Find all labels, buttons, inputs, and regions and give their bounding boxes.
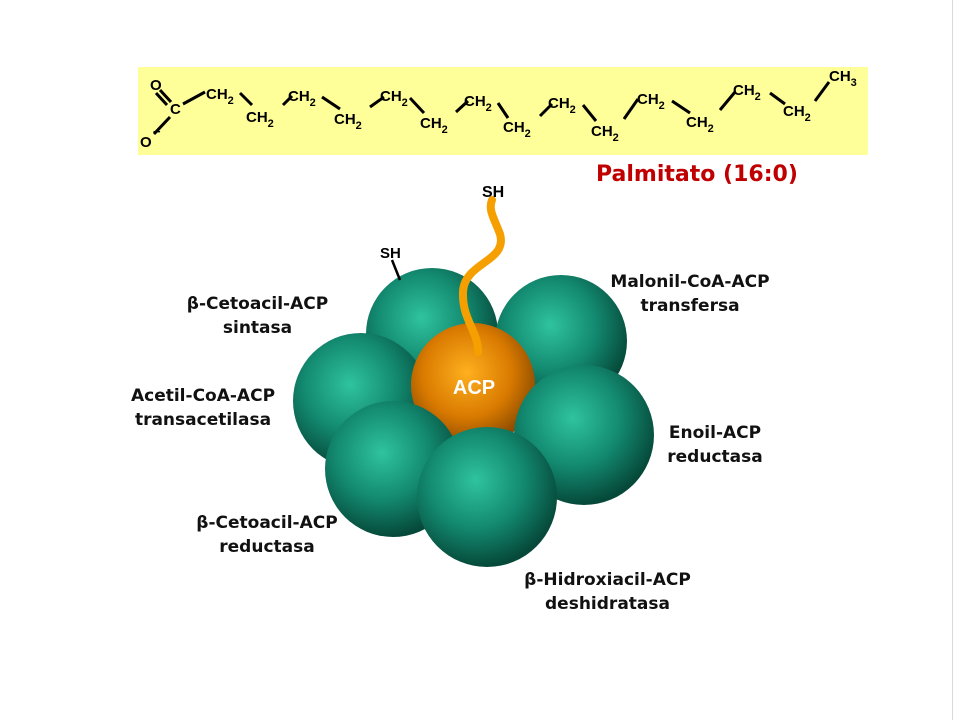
ch3: CH3	[829, 68, 857, 89]
ch2-5: CH2	[380, 88, 408, 109]
ch2-1: CH2	[206, 86, 234, 107]
ch2-7: CH2	[464, 93, 492, 114]
oxygen-minus: O	[140, 134, 152, 151]
sh-synthase-label: SH	[380, 245, 401, 262]
ch2-13: CH2	[733, 82, 761, 103]
sphere-dehydratase	[417, 427, 557, 567]
ch2-11: CH2	[637, 91, 665, 112]
chain-bonds	[238, 81, 831, 122]
label-malonyl-transferase-line1: Malonil-CoA-ACP	[610, 272, 770, 292]
acp-label: ACP	[453, 377, 495, 399]
pantetheine-arm	[458, 196, 505, 356]
label-ketoacyl-synthase-line1: β-Cetoacil-ACP	[186, 294, 329, 314]
label-ketoacyl-reductase-line2: reductasa	[219, 537, 315, 557]
oxygen-top: O	[150, 77, 162, 94]
ch2-3: CH2	[288, 88, 316, 109]
label-malonyl-transferase-line2: transfersa	[640, 296, 740, 316]
sphere-acp	[411, 323, 535, 447]
ks-sh-bond	[390, 259, 402, 281]
label-malonyl-transferase: Malonil-CoA-ACP transfersa	[595, 270, 785, 318]
label-ketoacyl-reductase: β-Cetoacil-ACP reductasa	[178, 511, 356, 559]
ch2-4: CH2	[334, 111, 362, 132]
label-acetyl-transacylase: Acetil-CoA-ACP transacetilasa	[114, 384, 292, 432]
label-acetyl-transacylase-line1: Acetil-CoA-ACP	[130, 386, 276, 406]
right-edge-divider	[952, 0, 953, 720]
label-ketoacyl-synthase-line2: sintasa	[222, 318, 293, 338]
ch2-10: CH2	[591, 123, 619, 144]
palmitate-title: Palmitato (16:0)	[596, 162, 798, 187]
carboxylate-bonds	[152, 88, 206, 136]
ch2-6: CH2	[420, 115, 448, 136]
ch2-2: CH2	[246, 109, 274, 130]
label-acetyl-transacylase-line2: transacetilasa	[134, 410, 272, 430]
sh-arm-label: SH	[482, 184, 504, 201]
ch2-14: CH2	[783, 103, 811, 124]
label-dehydratase: β-Hidroxiacil-ACP deshidratasa	[500, 568, 715, 616]
label-dehydratase-line1: β-Hidroxiacil-ACP	[524, 570, 691, 590]
label-enoyl-reductase-line2: reductasa	[667, 447, 763, 467]
label-enoyl-reductase: Enoil-ACP reductasa	[650, 421, 780, 469]
ch2-8: CH2	[503, 119, 531, 140]
synthase-complex	[293, 268, 654, 567]
label-ketoacyl-reductase-line1: β-Cetoacil-ACP	[196, 513, 338, 533]
ch2-12: CH2	[686, 114, 714, 135]
label-enoyl-reductase-line1: Enoil-ACP	[668, 423, 762, 443]
ch2-9: CH2	[548, 95, 576, 116]
label-ketoacyl-synthase: β-Cetoacil-ACP sintasa	[170, 292, 345, 340]
methylene-labels: CH2 CH2 CH2 CH2 CH2 CH2 CH2 CH2 CH2 CH2 …	[206, 68, 857, 144]
carbonyl-carbon: C	[170, 101, 181, 118]
label-dehydratase-line2: deshidratasa	[545, 594, 670, 614]
